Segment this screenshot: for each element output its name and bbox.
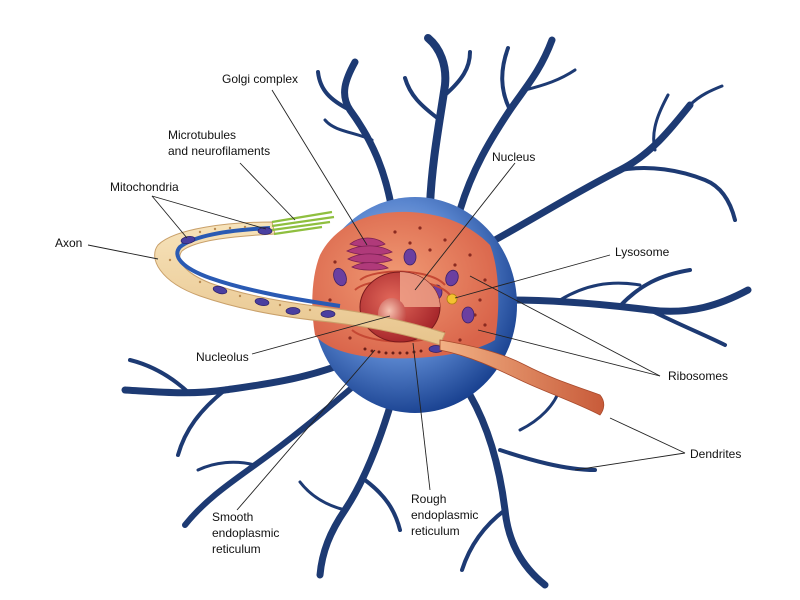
label-lysosome: Lysosome bbox=[615, 245, 670, 259]
dendrite-upper-right-twig3 bbox=[688, 84, 724, 107]
dendrite-left-twig2 bbox=[128, 358, 192, 396]
leader-lysosome bbox=[454, 254, 611, 299]
label-microtubules-line1: Microtubules bbox=[168, 128, 236, 142]
label-axon: Axon bbox=[55, 236, 82, 250]
label-smooth-er-line3: reticulum bbox=[212, 542, 261, 556]
leader-dendrites-1 bbox=[609, 417, 686, 454]
dendrite-top-center-twig2 bbox=[443, 50, 472, 97]
lysosome bbox=[446, 293, 458, 305]
axon-mitochondria bbox=[180, 227, 444, 353]
dendrite-right-twig bbox=[618, 268, 692, 308]
dendrite-top-right bbox=[456, 36, 556, 214]
dendrite-left-twig bbox=[176, 388, 227, 457]
leader-ribosomes-2 bbox=[477, 329, 661, 377]
label-smooth-er-line1: Smooth bbox=[212, 510, 253, 524]
label-smooth-er-line2: endoplasmic bbox=[212, 526, 279, 540]
axon-inner bbox=[175, 226, 341, 308]
leader-nucleolus bbox=[251, 315, 391, 355]
leader-rough-er bbox=[412, 342, 431, 491]
label-microtubules-line2: and neurofilaments bbox=[168, 144, 270, 158]
label-nucleus: Nucleus bbox=[492, 150, 535, 164]
leader-microtubules bbox=[239, 162, 296, 221]
leader-smooth-er bbox=[236, 349, 376, 511]
label-mitochondria: Mitochondria bbox=[110, 180, 179, 194]
dendrite-lower-right-twig bbox=[498, 448, 597, 472]
label-rough-er-line2: endoplasmic bbox=[411, 508, 478, 522]
axon-dots bbox=[168, 225, 312, 312]
dendrite-lower-left bbox=[316, 396, 396, 579]
dendrite-right bbox=[506, 286, 752, 315]
dendrite-upper-right bbox=[491, 101, 694, 244]
cell-body bbox=[312, 197, 517, 413]
label-nucleolus: Nucleolus bbox=[196, 350, 249, 364]
label-rough-er-line3: reticulum bbox=[411, 524, 460, 538]
dendrite-top-right-twig2 bbox=[523, 68, 577, 92]
dendrite-lower-right-twig2 bbox=[460, 508, 507, 572]
dendrite-upper-right-twig2 bbox=[652, 93, 670, 152]
leader-nucleus bbox=[414, 162, 516, 291]
dendrite-upper-right-twig bbox=[618, 166, 737, 222]
golgi-complex bbox=[346, 237, 393, 271]
dendrite-top-left bbox=[341, 58, 396, 214]
dendrite-top-left-twig bbox=[316, 70, 352, 112]
leader-axon bbox=[87, 244, 159, 260]
dendrite-left-lower-twig bbox=[196, 460, 257, 472]
label-rough-er-line1: Rough bbox=[411, 492, 446, 506]
dendrite-lower-left-twig bbox=[363, 478, 402, 532]
leader-mitochondria-1 bbox=[151, 195, 188, 239]
labels: Golgi complex Microtubules and neurofila… bbox=[55, 72, 741, 556]
soma-mitochondria bbox=[333, 248, 475, 324]
dendrite-top-center bbox=[424, 34, 450, 209]
dendrite-right-upper-twig bbox=[558, 281, 642, 302]
dendrite-top-left-twig2 bbox=[323, 118, 374, 142]
dendrite-right-twig2 bbox=[648, 308, 727, 347]
label-ribosomes: Ribosomes bbox=[668, 369, 728, 383]
leader-ribosomes-1 bbox=[469, 275, 661, 377]
dendrite-lower-left-twig2 bbox=[298, 480, 347, 512]
leader-lines bbox=[87, 89, 686, 511]
leader-dendrites-2 bbox=[574, 452, 686, 471]
dendrite-top-center-twig bbox=[403, 76, 442, 122]
label-golgi: Golgi complex bbox=[222, 72, 298, 86]
dendrites bbox=[121, 34, 752, 589]
leader-golgi bbox=[271, 89, 368, 246]
dendrite-top-right-twig bbox=[500, 46, 512, 112]
microtubules-bundle bbox=[271, 210, 335, 236]
leader-mitochondria-2 bbox=[151, 195, 267, 230]
label-dendrites: Dendrites bbox=[690, 447, 741, 461]
axon-tail bbox=[439, 339, 605, 416]
